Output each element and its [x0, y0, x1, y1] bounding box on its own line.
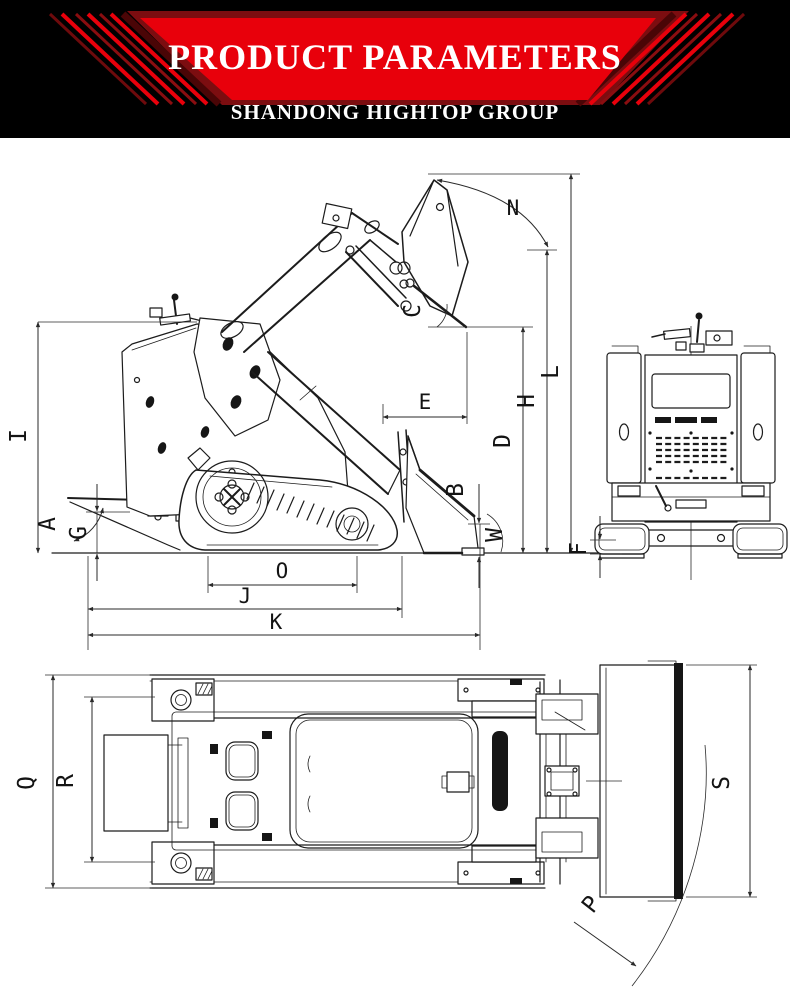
dim-label-J: J [239, 584, 252, 608]
dim-label-E: E [419, 390, 432, 414]
lift-arm-tower [193, 317, 401, 495]
bucket-plan [586, 660, 683, 902]
top-view: Q R S P [14, 660, 757, 987]
rear-view: F [566, 312, 788, 580]
dim-label-N: N [507, 196, 520, 220]
header-banner: PRODUCT PARAMETERS SHANDONG HIGHTOP GROU… [0, 0, 790, 138]
top-view-dimensions: Q R S P [14, 664, 757, 987]
company-name: SHANDONG HIGHTOP GROUP [230, 100, 560, 124]
dim-label-C: C [400, 304, 426, 318]
dim-label-Q: Q [14, 776, 40, 790]
rear-view-machine [594, 312, 788, 559]
dim-label-L: L [538, 365, 564, 379]
dim-label-H: H [514, 394, 540, 408]
page-title: PRODUCT PARAMETERS [168, 37, 622, 77]
dim-label-A: A [35, 517, 61, 531]
dim-label-I: I [6, 429, 32, 443]
dim-label-K: K [270, 610, 283, 634]
dim-label-R: R [53, 774, 79, 788]
bucket-ground [397, 429, 485, 556]
dim-label-W: W [482, 528, 508, 542]
rear-view-dimensions: F [566, 516, 622, 578]
rear-grille-upper [656, 436, 728, 464]
dim-label-G: G [66, 526, 92, 540]
control-levers [149, 293, 207, 326]
banner-graphics [48, 11, 746, 107]
banner-right-stripes [575, 11, 746, 107]
dim-label-O: O [276, 559, 289, 583]
side-view: I A G O J K [6, 173, 617, 650]
top-view-machine [103, 660, 683, 902]
banner-left-stripes [48, 11, 222, 107]
dim-label-S: S [709, 776, 735, 790]
side-view-dimensions: I A G O J K [6, 173, 580, 650]
dim-label-D: D [490, 434, 516, 448]
banner-red-trapezoid [140, 18, 656, 100]
dim-label-F: F [566, 542, 592, 556]
track-grousers [246, 482, 375, 542]
side-view-machine [67, 179, 485, 556]
dim-label-B: B [443, 483, 469, 497]
dim-label-P: P [577, 891, 606, 918]
track-assembly [178, 460, 398, 551]
boom-arm [221, 202, 412, 353]
